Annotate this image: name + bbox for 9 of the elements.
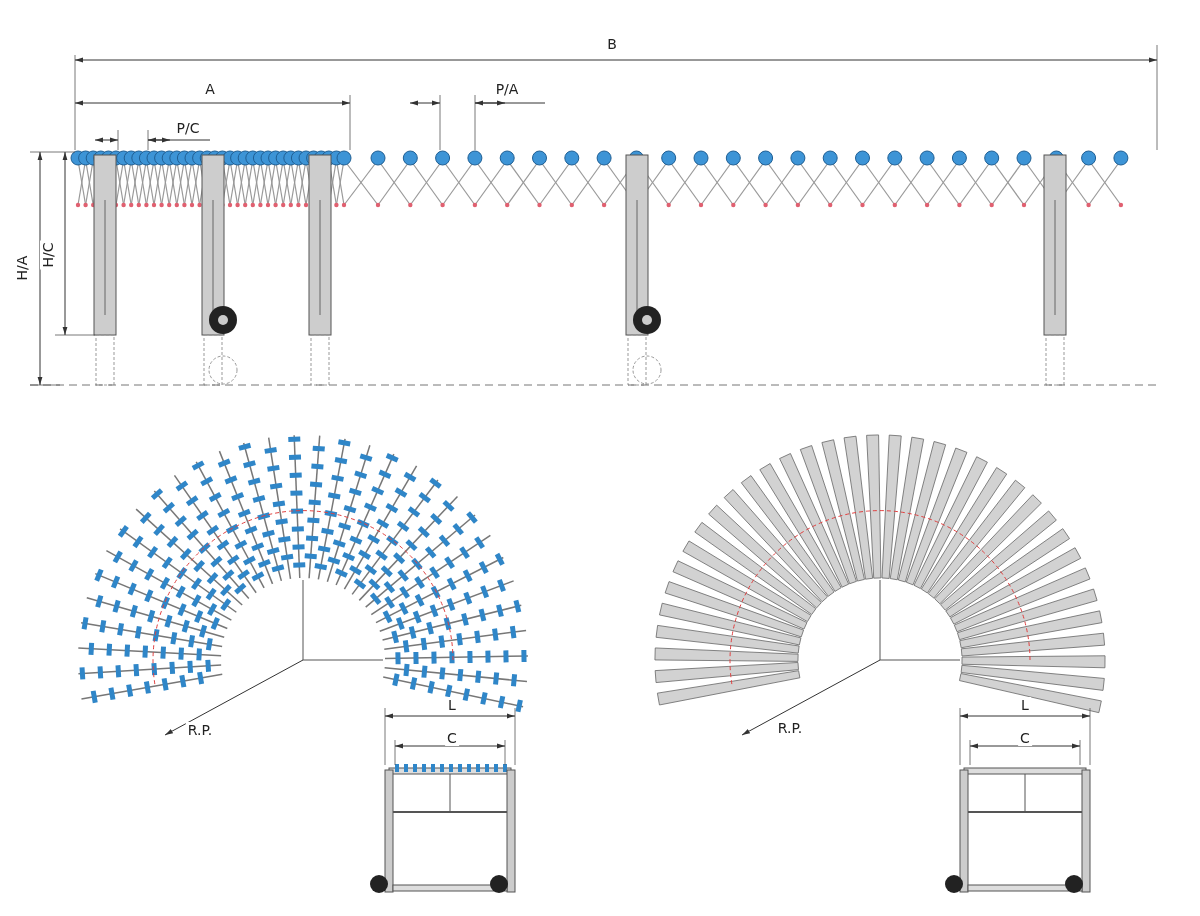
dimension-label: A bbox=[203, 81, 217, 97]
dimension-label: L bbox=[446, 697, 458, 713]
dimension-label: C bbox=[445, 730, 459, 746]
dimension-label: L bbox=[1019, 697, 1031, 713]
dimension-label: B bbox=[605, 36, 619, 52]
dimension-label: C bbox=[1018, 730, 1032, 746]
dimension-label: P/C bbox=[174, 120, 202, 136]
dimension-label: H/A bbox=[14, 253, 30, 283]
dimension-label: H/C bbox=[40, 240, 56, 270]
